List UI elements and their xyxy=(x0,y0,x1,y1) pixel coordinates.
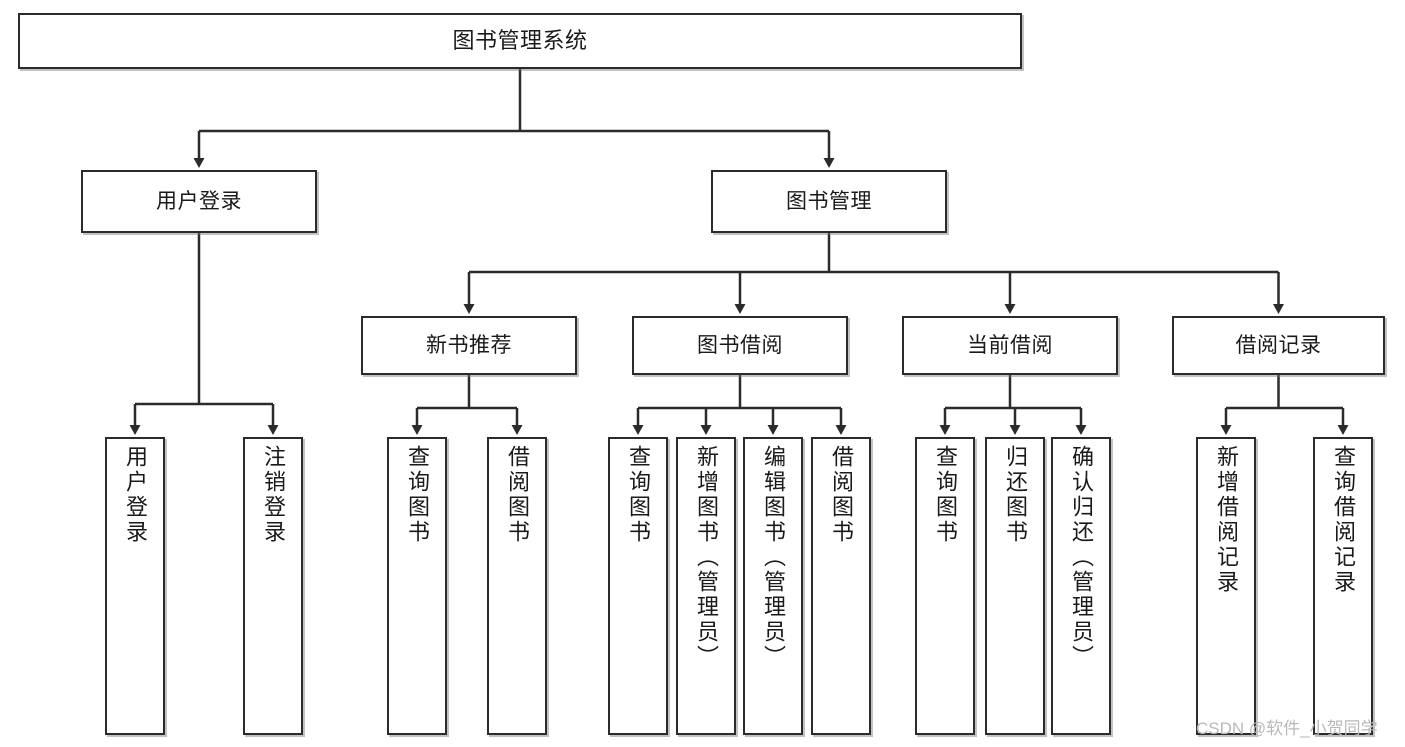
node-leaf-confirm-return-admin[interactable]: 确认归还（管理员） xyxy=(1051,437,1111,735)
node-label: 编辑图书（管理员） xyxy=(760,445,786,670)
node-label: 用户登录 xyxy=(156,189,242,213)
node-leaf-return-book[interactable]: 归还图书 xyxy=(985,437,1045,735)
node-leaf-borrow-book-recommend[interactable]: 借阅图书 xyxy=(487,437,547,735)
node-label: 当前借阅 xyxy=(967,333,1053,357)
node-label: 借阅记录 xyxy=(1235,333,1322,357)
node-label: 查询图书 xyxy=(932,445,958,545)
node-new-book-recommend[interactable]: 新书推荐 xyxy=(361,316,577,375)
node-user-login[interactable]: 用户登录 xyxy=(81,170,317,233)
node-label: 借阅图书 xyxy=(504,445,530,545)
node-label: 确认归还（管理员） xyxy=(1068,445,1094,670)
node-label: 新增借阅记录 xyxy=(1213,445,1239,595)
node-leaf-logout[interactable]: 注销登录 xyxy=(243,437,303,735)
node-current-borrow[interactable]: 当前借阅 xyxy=(902,316,1118,375)
node-label: 用户登录 xyxy=(122,445,148,545)
node-label: 新书推荐 xyxy=(426,333,512,357)
node-label: 图书管理 xyxy=(786,189,872,213)
node-leaf-borrow-book[interactable]: 借阅图书 xyxy=(811,437,871,735)
node-leaf-add-book-admin[interactable]: 新增图书（管理员） xyxy=(676,437,736,735)
node-label: 图书借阅 xyxy=(697,333,783,357)
node-leaf-add-borrow-record[interactable]: 新增借阅记录 xyxy=(1196,437,1256,735)
node-book-borrow[interactable]: 图书借阅 xyxy=(632,316,848,375)
node-label: 归还图书 xyxy=(1002,445,1028,545)
node-leaf-query-book-borrow[interactable]: 查询图书 xyxy=(608,437,668,735)
node-label: 新增图书（管理员） xyxy=(693,445,719,670)
node-leaf-query-book-current[interactable]: 查询图书 xyxy=(915,437,975,735)
node-leaf-query-book-recommend[interactable]: 查询图书 xyxy=(387,437,447,735)
node-leaf-edit-book-admin[interactable]: 编辑图书（管理员） xyxy=(743,437,803,735)
node-leaf-query-borrow-record[interactable]: 查询借阅记录 xyxy=(1313,437,1373,735)
node-root[interactable]: 图书管理系统 xyxy=(18,13,1022,69)
node-label: 查询图书 xyxy=(404,445,430,545)
node-label: 图书管理系统 xyxy=(452,27,588,53)
node-leaf-user-login[interactable]: 用户登录 xyxy=(105,437,165,735)
watermark-text: CSDN @软件_小贺同学 xyxy=(1196,719,1378,738)
node-label: 查询图书 xyxy=(625,445,651,545)
node-borrow-record[interactable]: 借阅记录 xyxy=(1172,316,1385,375)
node-label: 借阅图书 xyxy=(828,445,854,545)
node-book-management[interactable]: 图书管理 xyxy=(711,170,947,233)
node-label: 注销登录 xyxy=(260,445,286,545)
node-label: 查询借阅记录 xyxy=(1330,445,1356,595)
